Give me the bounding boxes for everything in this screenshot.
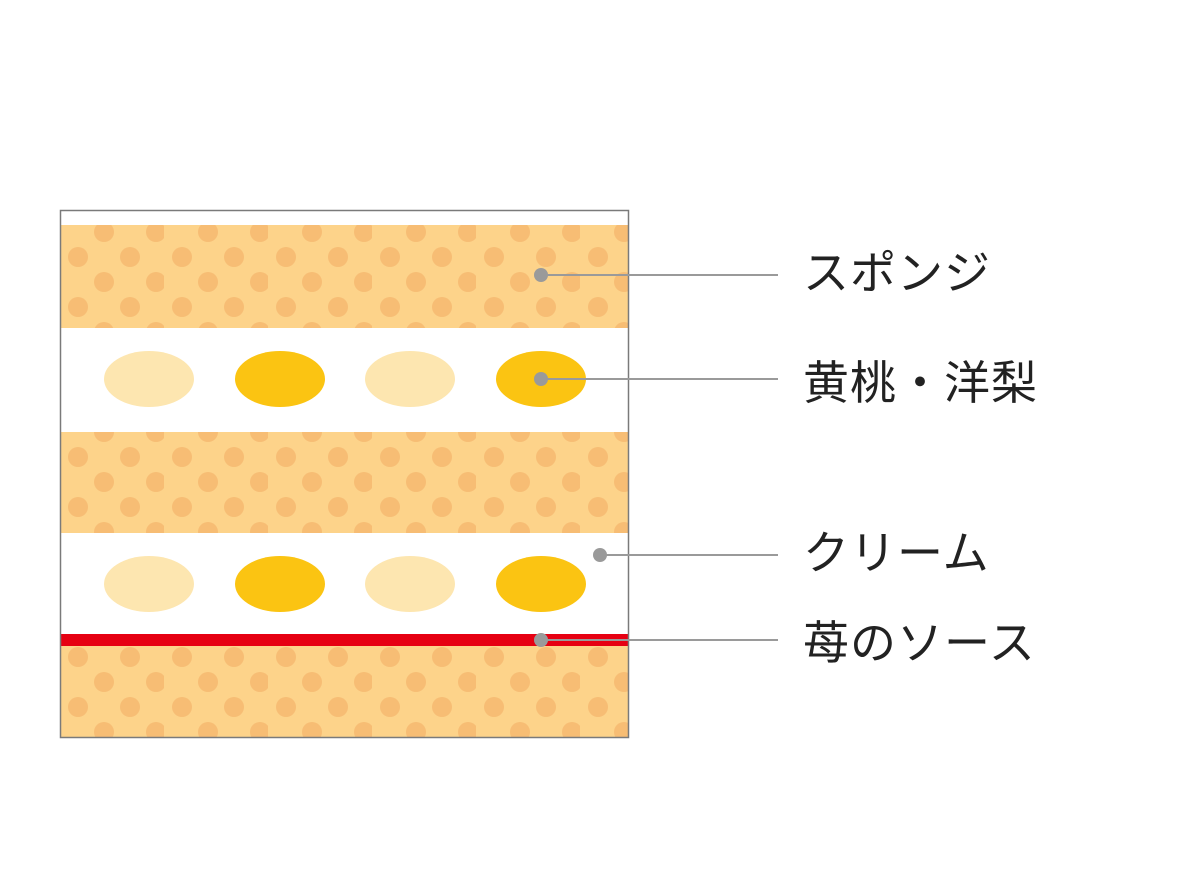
leader-dot-cream [593, 548, 607, 562]
leader-dot-fruit [534, 372, 548, 386]
sponge-layer-top [61, 225, 628, 328]
label-sponge: スポンジ [803, 246, 991, 300]
peach-slice [235, 556, 325, 612]
leader-dot-sauce [534, 633, 548, 647]
label-fruit: 黄桃・洋梨 [803, 356, 1038, 410]
leader-dot-sponge [534, 268, 548, 282]
fruit-row-bottom [104, 556, 586, 612]
pear-slice [104, 351, 194, 407]
pear-slice [365, 556, 455, 612]
label-cream: クリーム [803, 526, 990, 580]
sponge-layer-middle [61, 432, 628, 533]
peach-slice [496, 556, 586, 612]
label-sauce: 苺のソース [803, 616, 1036, 670]
sponge-layer-bottom [61, 646, 628, 737]
pear-slice [365, 351, 455, 407]
cake-frame [59, 209, 630, 739]
strawberry-sauce-layer [61, 634, 628, 646]
peach-slice [235, 351, 325, 407]
pear-slice [104, 556, 194, 612]
